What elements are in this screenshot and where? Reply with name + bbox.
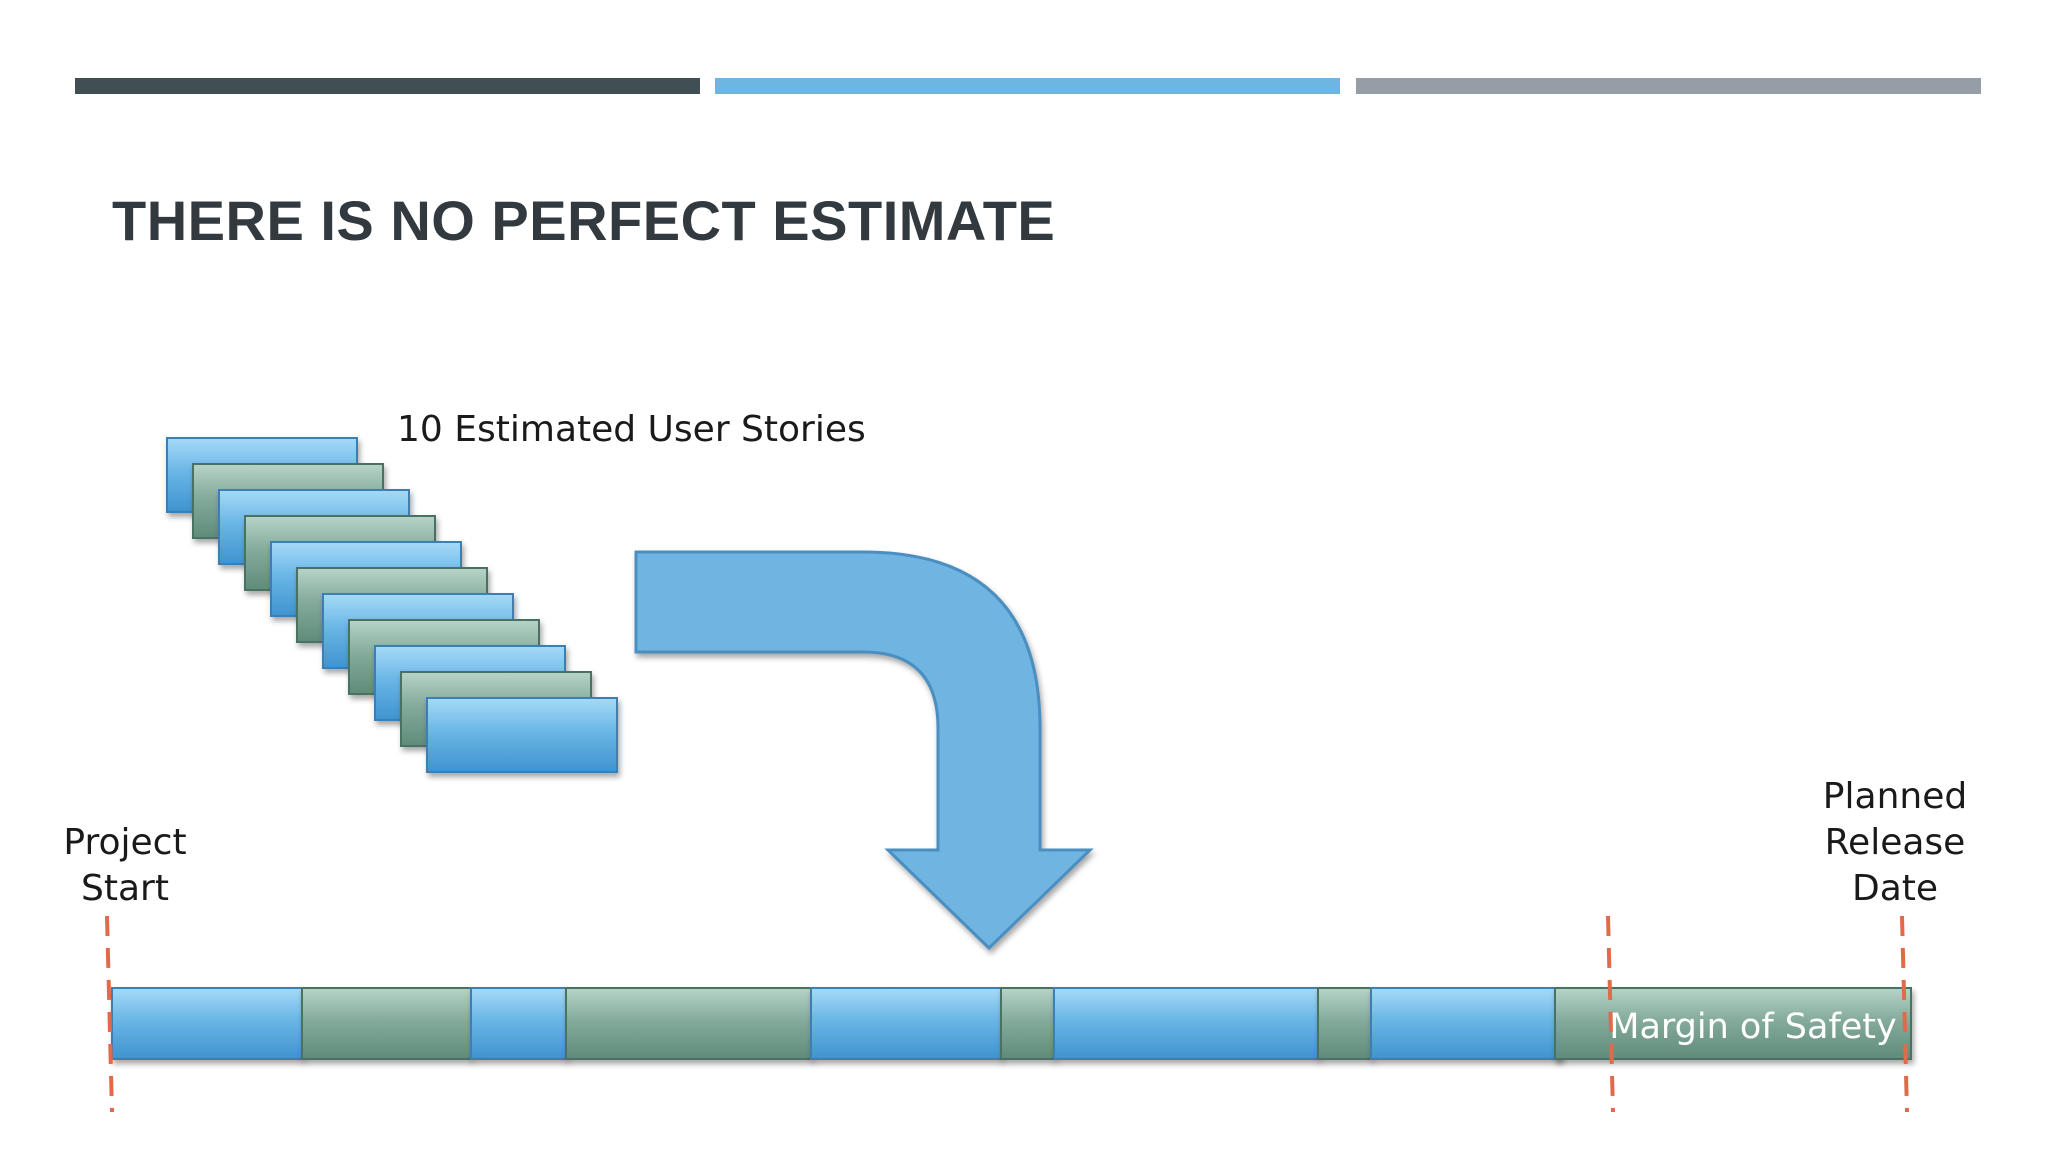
planned-release-date-label: Planned Release Date bbox=[1800, 774, 1990, 912]
stories-label: 10 Estimated User Stories bbox=[397, 409, 866, 450]
timeline-story-segment bbox=[301, 987, 472, 1060]
curved-down-arrow bbox=[634, 550, 1094, 951]
release-line3: Date bbox=[1851, 868, 1939, 909]
project-start-line1: Project bbox=[63, 822, 187, 863]
margin-of-safety-block bbox=[1554, 987, 1912, 1060]
accent-bar-gray bbox=[1356, 78, 1981, 94]
timeline-story-segment bbox=[111, 987, 303, 1060]
slide-title: THERE IS NO PERFECT ESTIMATE bbox=[112, 189, 1056, 252]
user-story-block bbox=[426, 697, 618, 773]
release-line1: Planned bbox=[1822, 776, 1968, 817]
release-timeline bbox=[111, 987, 1562, 1060]
timeline-story-segment bbox=[1000, 987, 1055, 1060]
accent-bar-dark bbox=[75, 78, 700, 94]
project-start-line2: Start bbox=[81, 868, 169, 909]
margin-start-marker bbox=[1606, 915, 1615, 1113]
margin-of-safety-label: Margin of Safety bbox=[1609, 1007, 1897, 1047]
timeline-story-segment bbox=[1053, 987, 1319, 1060]
timeline-story-segment bbox=[565, 987, 812, 1060]
timeline-story-segment bbox=[810, 987, 1002, 1060]
project-start-label: Project Start bbox=[40, 820, 210, 912]
timeline-story-segment bbox=[1370, 987, 1562, 1060]
release-line2: Release bbox=[1824, 822, 1966, 863]
project-start-marker bbox=[105, 915, 114, 1113]
timeline-story-segment bbox=[1317, 987, 1372, 1060]
accent-bar-blue bbox=[715, 78, 1340, 94]
timeline-story-segment bbox=[470, 987, 567, 1060]
release-date-marker bbox=[1900, 915, 1909, 1113]
user-story-stack bbox=[166, 437, 618, 773]
marker-lines bbox=[105, 915, 1909, 1113]
